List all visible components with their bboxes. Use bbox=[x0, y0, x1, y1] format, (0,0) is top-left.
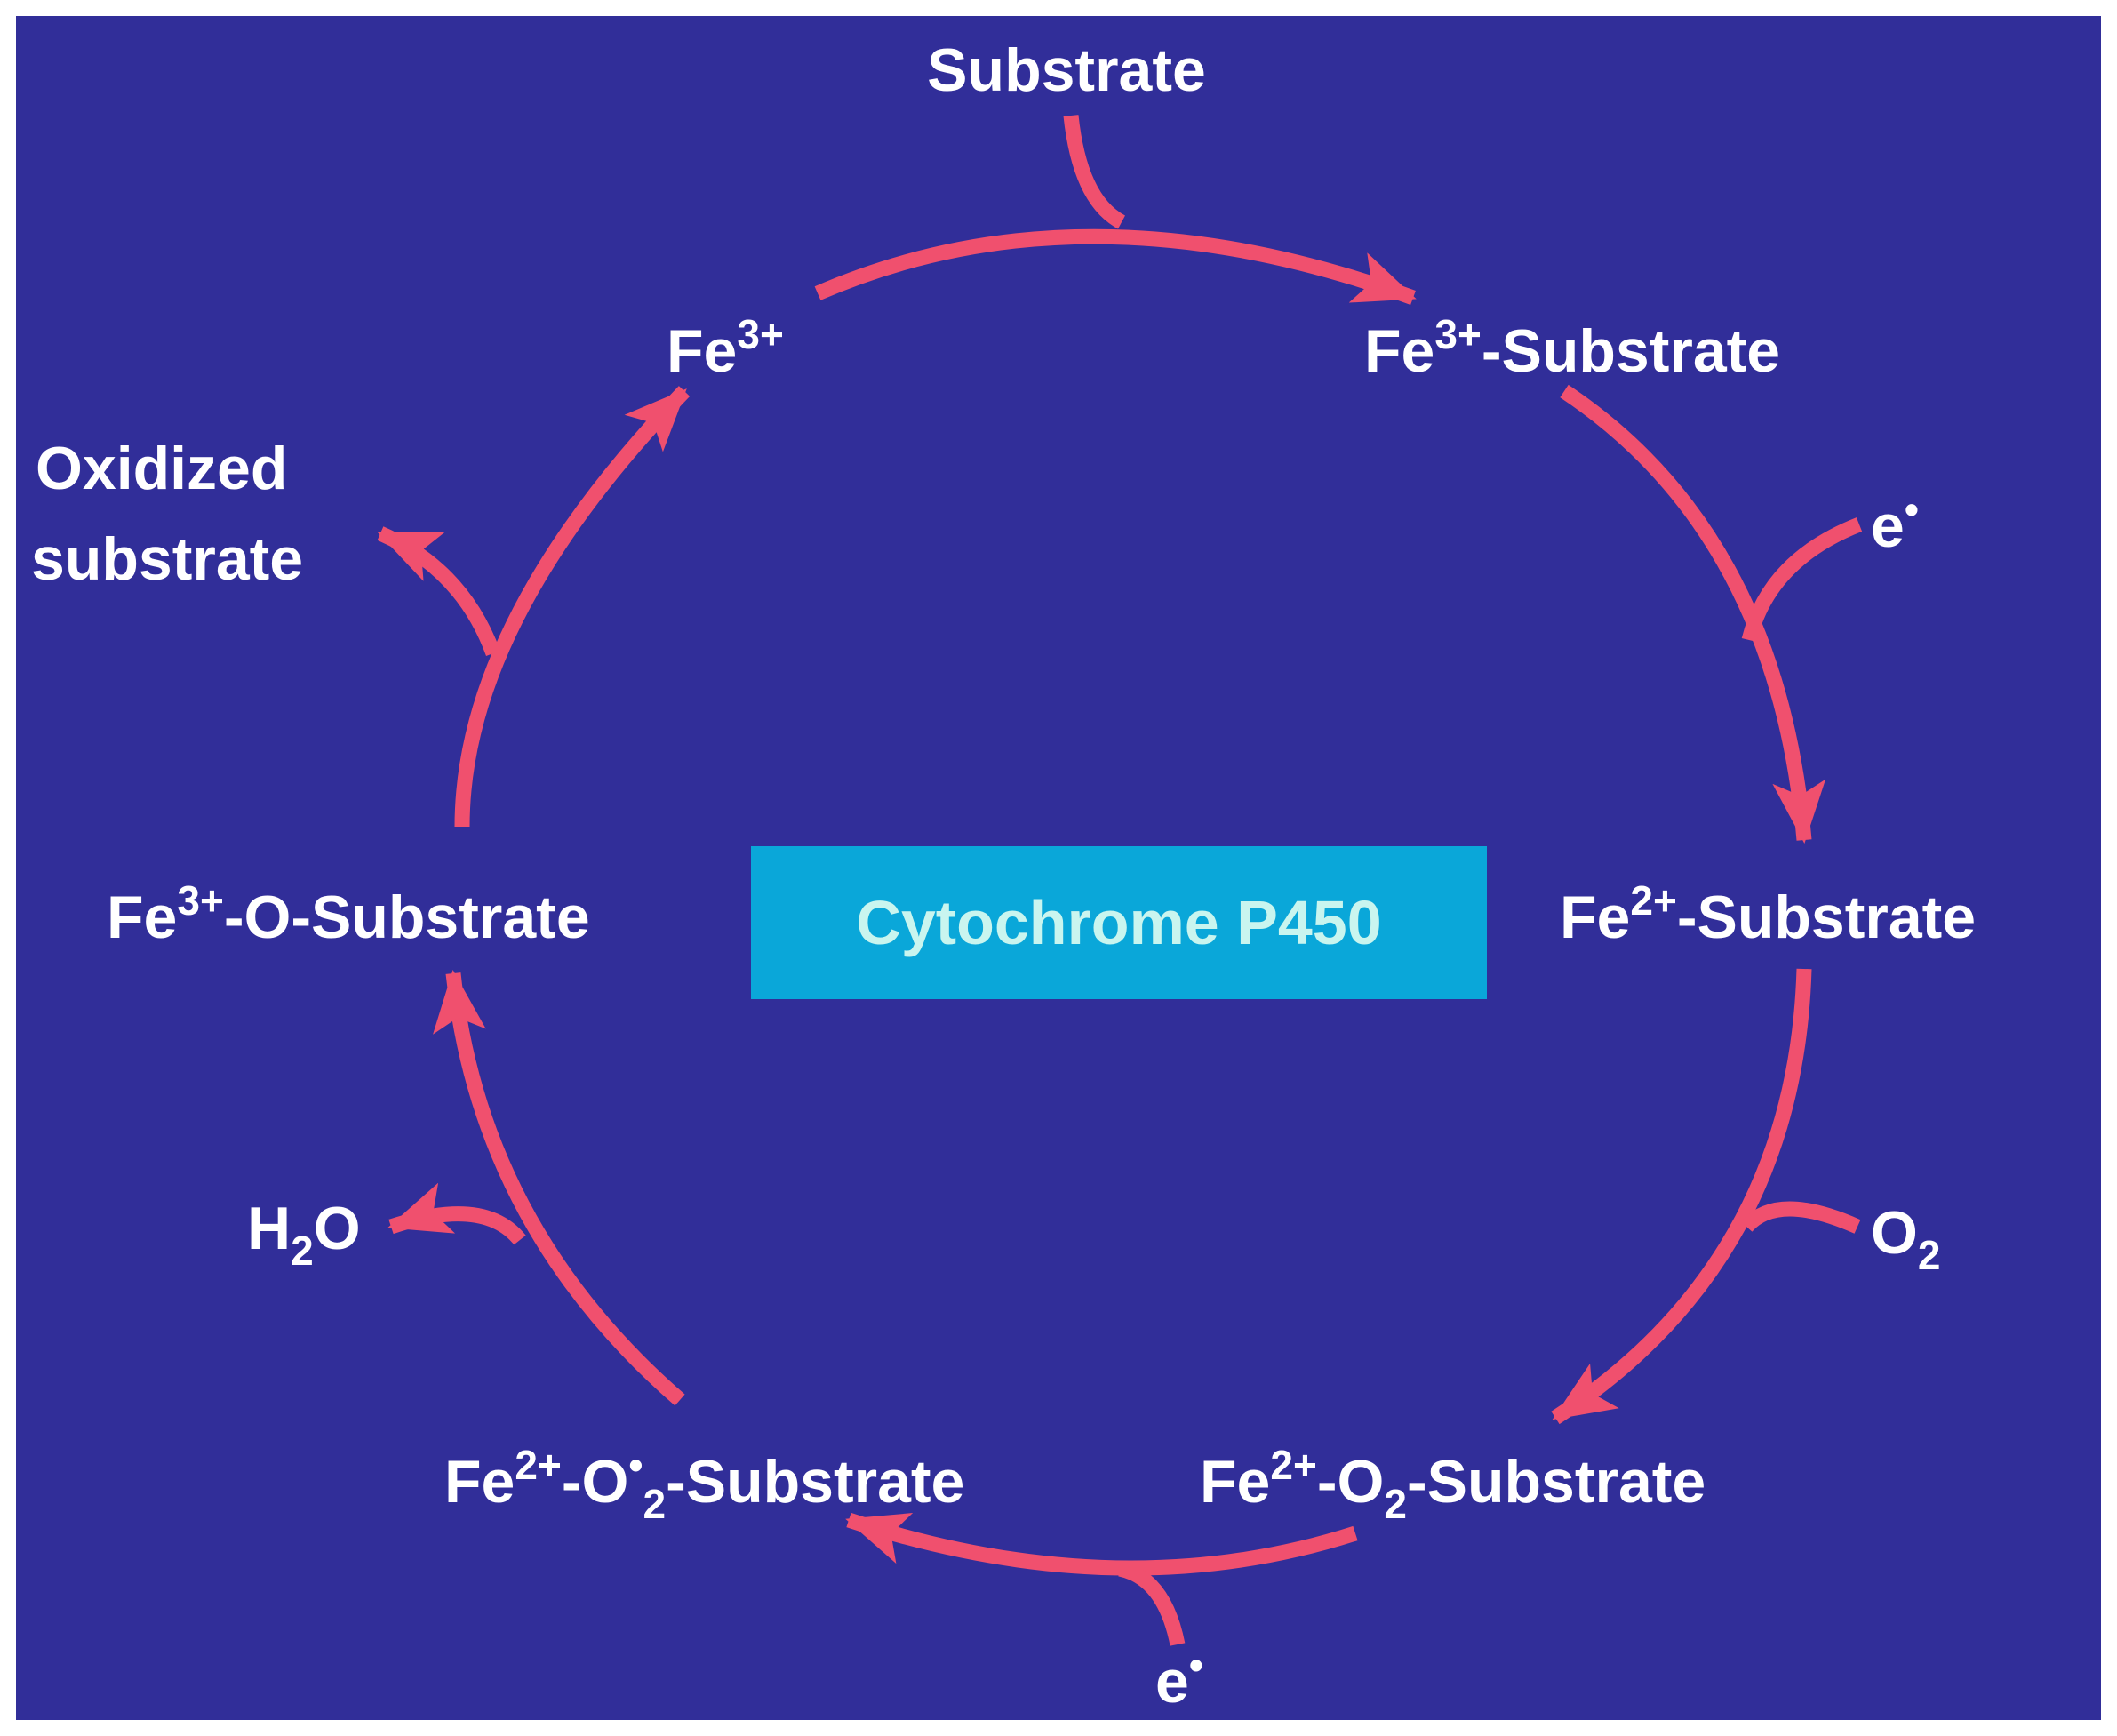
state-fe2-o2rad-substrate: Fe2+-O•2-Substrate bbox=[444, 1442, 964, 1527]
arrow-fe3-o-to-fe3 bbox=[454, 386, 691, 828]
output-oxidized-substrate-line1: Oxidized bbox=[36, 435, 287, 502]
state-fe3: Fe3+ bbox=[667, 311, 784, 385]
electron-input-branch-2 bbox=[1117, 1561, 1186, 1646]
arrow-fe3-to-fe3-substrate bbox=[814, 228, 1417, 305]
state-fe3-substrate: Fe3+-Substrate bbox=[1364, 311, 1780, 385]
output-oxidized-substrate-line2: substrate bbox=[31, 525, 303, 593]
oxygen-input-branch bbox=[1740, 1201, 1861, 1234]
arrow-fe3-substrate-to-fe2-substrate bbox=[1560, 384, 1826, 844]
center-box bbox=[751, 846, 1487, 999]
arrow-fe2-substrate-to-fe2-o2-substrate bbox=[1551, 968, 1812, 1425]
state-fe2-substrate: Fe2+-Substrate bbox=[1560, 877, 1976, 951]
water-output-branch bbox=[387, 1182, 526, 1245]
cycle-arrows bbox=[433, 228, 1826, 1576]
input-electron-2: e• bbox=[1155, 1642, 1203, 1716]
input-oxygen: O2 bbox=[1871, 1199, 1941, 1278]
state-fe2-o2-substrate: Fe2+-O2-Substrate bbox=[1200, 1442, 1706, 1527]
substrate-input-branch bbox=[1063, 115, 1126, 229]
oxidized-substrate-output-branch bbox=[377, 526, 500, 656]
output-water: H2O bbox=[247, 1195, 361, 1274]
arrow-fe2-o2-to-fe2-o2rad bbox=[845, 1512, 1358, 1576]
input-substrate: Substrate bbox=[927, 36, 1206, 104]
side-arrows bbox=[377, 115, 1863, 1646]
input-electron-1: e• bbox=[1871, 486, 1919, 560]
electron-input-branch-1 bbox=[1741, 517, 1863, 643]
arrow-fe2-o2rad-to-fe3-o bbox=[433, 970, 685, 1406]
state-fe3-o-substrate: Fe3+-O-Substrate bbox=[107, 877, 590, 951]
center-title: Cytochrome P450 bbox=[856, 888, 1381, 957]
